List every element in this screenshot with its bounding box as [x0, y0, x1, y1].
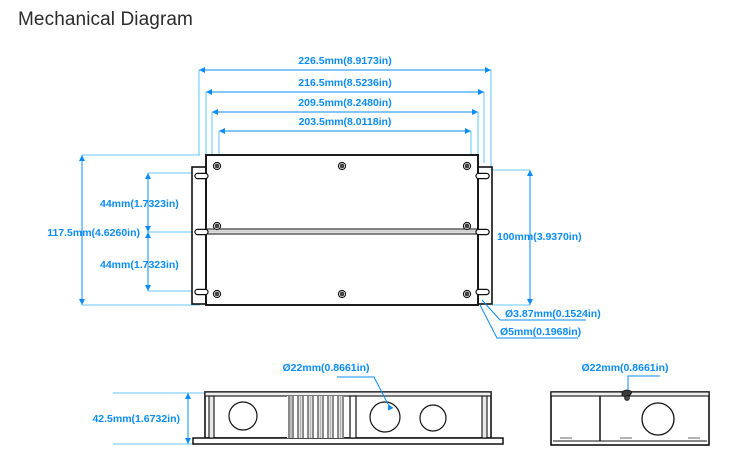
leader-line-side-knockout [627, 375, 660, 390]
front-view-geometry: 42.5mm(1.6732in) [92, 391, 504, 445]
front-view-base-rail [192, 437, 504, 445]
top-view-horizontal-dimensions: 226.5mm(8.9173in) 216.5mm(8.5236in) 209.… [198, 55, 492, 170]
mounting-slot-icon [475, 172, 490, 180]
dim-label-front-height: 42.5mm(1.6732in) [92, 413, 180, 425]
knockout-circle-icon [419, 404, 447, 432]
screw-head-icon [462, 221, 472, 231]
callout-front-knockout: Ø22mm(0.8661in) [283, 362, 370, 374]
dim-label-width-body-outer: 209.5mm(8.2480in) [298, 97, 391, 109]
dim-label-height-upper-section: 44mm(1.7323in) [100, 198, 179, 210]
dim-label-height-body: 100mm(3.9370in) [497, 231, 582, 243]
screw-head-icon [462, 161, 472, 171]
front-view-top-cap [204, 391, 492, 397]
leader-line-front-knockout [337, 376, 394, 411]
dim-label-height-overall: 117.5mm(4.6260in) [47, 227, 140, 239]
front-view-left-post [208, 395, 215, 439]
vent-end-divider [349, 395, 357, 439]
screw-head-icon [212, 161, 222, 171]
mounting-slot-icon [475, 288, 490, 296]
dim-label-width-body-inner: 203.5mm(8.0118in) [299, 116, 392, 128]
right-mounting-flange [477, 166, 493, 305]
mounting-slot-icon [194, 228, 209, 236]
lid-seam-band [207, 229, 477, 234]
top-view-left-dimensions: 117.5mm(4.6260in) 44mm(1.7323in) 44mm(1.… [47, 154, 200, 306]
side-view-callout: Ø22mm(0.8661in) [582, 362, 669, 390]
front-view-right-post [481, 395, 488, 439]
callout-side-knockout: Ø22mm(0.8661in) [582, 362, 669, 374]
side-view-boss [621, 389, 633, 401]
knockout-circle-icon [641, 402, 675, 436]
top-view-right-dimensions: 100mm(3.9370in) [492, 169, 582, 306]
leader-line-hole-large [479, 304, 578, 339]
side-view-geometry [550, 389, 710, 446]
callout-hole-large: Ø5mm(0.1968in) [500, 326, 581, 338]
top-view-geometry [191, 154, 493, 306]
knockout-circle-icon [369, 401, 401, 433]
left-mounting-flange [191, 166, 207, 305]
screw-head-icon [212, 221, 222, 231]
screw-head-icon [212, 289, 222, 299]
screw-head-icon [462, 289, 472, 299]
mounting-slot-icon [194, 172, 209, 180]
dim-label-height-lower-section: 44mm(1.7323in) [100, 259, 179, 271]
vent-slats [287, 395, 357, 439]
front-view-callout: Ø22mm(0.8661in) [283, 362, 394, 411]
knockout-circle-icon [228, 401, 258, 431]
mounting-slot-icon [194, 288, 209, 296]
top-view-hole-callouts: Ø3.87mm(0.1524in) Ø5mm(0.1968in) [479, 299, 601, 339]
screw-head-icon [337, 289, 347, 299]
screw-head-icon [337, 161, 347, 171]
side-view-shell [550, 391, 710, 446]
page-title: Mechanical Diagram [18, 9, 193, 30]
dim-label-width-mount-holes: 216.5mm(8.5236in) [298, 77, 391, 89]
dim-label-width-overall: 226.5mm(8.9173in) [298, 55, 391, 67]
mounting-slot-icon [475, 228, 490, 236]
leader-line-hole-small [481, 299, 586, 321]
callout-hole-small: Ø3.87mm(0.1524in) [505, 308, 601, 320]
